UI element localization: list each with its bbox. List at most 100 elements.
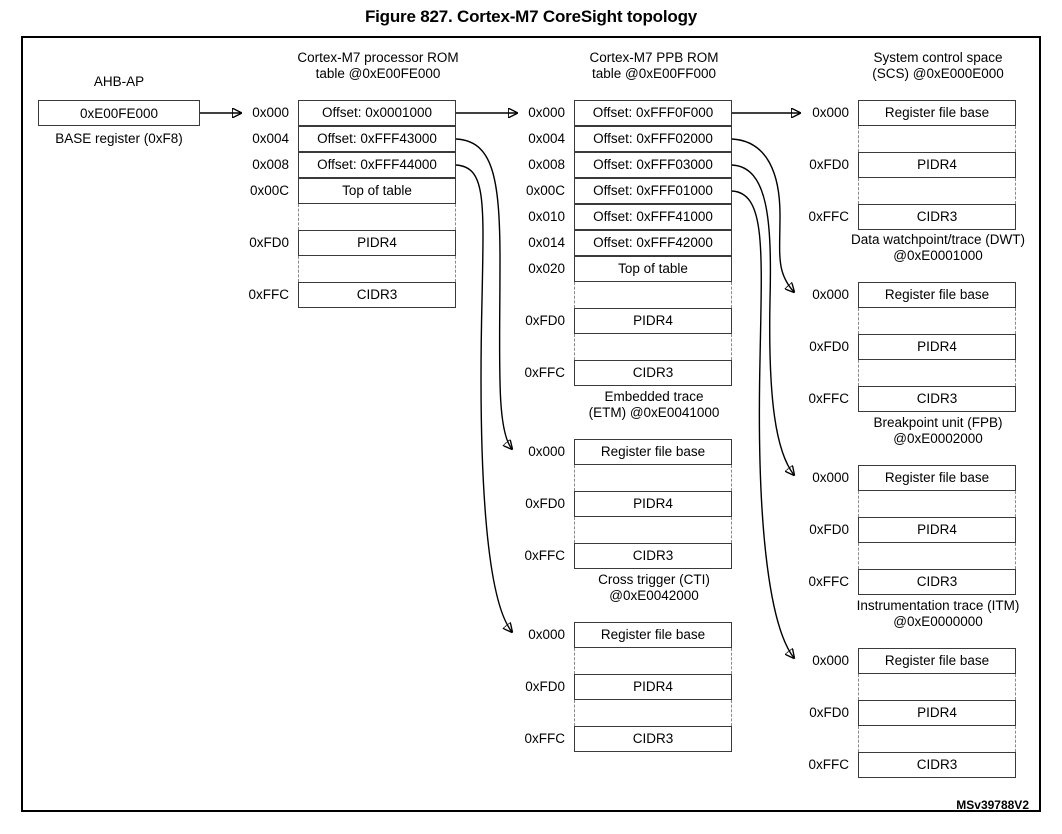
figure-code: MSv39788V2 bbox=[956, 798, 1029, 812]
row-address-label: 0xFFC bbox=[524, 548, 566, 563]
row-address-label: 0xFD0 bbox=[525, 496, 565, 511]
table-row[interactable]: CIDR3 bbox=[574, 543, 732, 569]
table-row[interactable]: Register file base bbox=[858, 100, 1016, 126]
table-row[interactable]: CIDR3 bbox=[858, 386, 1016, 412]
table-row[interactable]: Offset: 0xFFF41000 bbox=[574, 204, 732, 230]
table-row[interactable]: CIDR3 bbox=[298, 282, 456, 308]
row-address-label: 0xFD0 bbox=[525, 679, 565, 694]
table-row[interactable]: Register file base bbox=[858, 648, 1016, 674]
table-gap-row bbox=[858, 543, 1016, 569]
row-address-label: 0x008 bbox=[528, 157, 565, 172]
row-address-label: 0xFD0 bbox=[525, 313, 565, 328]
table-caption-ppb_rom: Cortex-M7 PPB ROM table @0xE00FF000 bbox=[589, 50, 719, 81]
row-address-label: 0xFFC bbox=[248, 287, 290, 302]
table-caption-etm: Embedded trace (ETM) @0xE0041000 bbox=[588, 389, 720, 420]
row-address-label: 0x020 bbox=[528, 261, 565, 276]
table-row[interactable]: Offset: 0x0001000 bbox=[298, 100, 456, 126]
table-gap-row bbox=[298, 204, 456, 230]
table-row[interactable]: CIDR3 bbox=[858, 569, 1016, 595]
table-gap-row bbox=[298, 256, 456, 282]
table-gap-row bbox=[858, 360, 1016, 386]
row-address-label: 0xFFC bbox=[524, 365, 566, 380]
row-address-label: 0xFD0 bbox=[809, 157, 849, 172]
row-address-label: 0x008 bbox=[252, 157, 289, 172]
table-gap-row bbox=[858, 491, 1016, 517]
row-address-label: 0x000 bbox=[812, 105, 849, 120]
row-address-label: 0xFFC bbox=[808, 757, 850, 772]
table-row[interactable]: PIDR4 bbox=[574, 308, 732, 334]
table-row[interactable]: Offset: 0xFFF42000 bbox=[574, 230, 732, 256]
row-address-label: 0x000 bbox=[812, 470, 849, 485]
table-row[interactable]: PIDR4 bbox=[858, 152, 1016, 178]
row-address-label: 0xFD0 bbox=[809, 522, 849, 537]
table-row[interactable]: PIDR4 bbox=[858, 334, 1016, 360]
row-address-label: 0x014 bbox=[528, 235, 565, 250]
table-row[interactable]: Register file base bbox=[858, 282, 1016, 308]
row-address-label: 0xFFC bbox=[808, 391, 850, 406]
table-gap-row bbox=[574, 334, 732, 360]
table-gap-row bbox=[574, 517, 732, 543]
row-address-label: 0xFD0 bbox=[809, 339, 849, 354]
table-row[interactable]: Offset: 0xFFF02000 bbox=[574, 126, 732, 152]
row-address-label: 0x000 bbox=[528, 627, 565, 642]
row-address-label: 0x004 bbox=[252, 131, 289, 146]
table-gap-row bbox=[574, 282, 732, 308]
row-address-label: 0x00C bbox=[249, 183, 289, 198]
table-row[interactable]: Top of table bbox=[574, 256, 732, 282]
ahb-ap-sublabel: BASE register (0xF8) bbox=[55, 131, 183, 146]
table-row[interactable]: Offset: 0xFFF43000 bbox=[298, 126, 456, 152]
row-address-label: 0xFFC bbox=[808, 574, 850, 589]
table-row[interactable]: PIDR4 bbox=[298, 230, 456, 256]
row-address-label: 0x00C bbox=[525, 183, 565, 198]
table-gap-row bbox=[858, 308, 1016, 334]
row-address-label: 0xFFC bbox=[524, 731, 566, 746]
table-row[interactable]: PIDR4 bbox=[574, 491, 732, 517]
row-address-label: 0x004 bbox=[528, 131, 565, 146]
table-row[interactable]: Register file base bbox=[858, 465, 1016, 491]
table-row[interactable]: Register file base bbox=[574, 439, 732, 465]
ahb-ap-label: AHB-AP bbox=[93, 74, 145, 89]
table-row[interactable]: Offset: 0xFFF03000 bbox=[574, 152, 732, 178]
row-address-label: 0x000 bbox=[528, 105, 565, 120]
table-row[interactable]: Offset: 0xFFF01000 bbox=[574, 178, 732, 204]
table-row[interactable]: Offset: 0xFFF0F000 bbox=[574, 100, 732, 126]
table-caption-processor_rom: Cortex-M7 processor ROM table @0xE00FE00… bbox=[297, 50, 459, 81]
table-caption-itm: Instrumentation trace (ITM) @0xE0000000 bbox=[856, 598, 1020, 629]
table-gap-row bbox=[574, 648, 732, 674]
ahb-ap-base-box: 0xE00FE000 bbox=[38, 100, 200, 126]
table-row[interactable]: PIDR4 bbox=[858, 517, 1016, 543]
table-gap-row bbox=[858, 126, 1016, 152]
row-address-label: 0xFD0 bbox=[249, 235, 289, 250]
table-caption-cti: Cross trigger (CTI) @0xE0042000 bbox=[598, 572, 710, 603]
row-address-label: 0x000 bbox=[812, 653, 849, 668]
table-gap-row bbox=[574, 465, 732, 491]
table-gap-row bbox=[574, 700, 732, 726]
row-address-label: 0x000 bbox=[252, 105, 289, 120]
table-row[interactable]: CIDR3 bbox=[574, 726, 732, 752]
table-row[interactable]: Register file base bbox=[574, 622, 732, 648]
figure-title: Figure 827. Cortex-M7 CoreSight topology bbox=[364, 7, 698, 26]
row-address-label: 0x000 bbox=[812, 287, 849, 302]
table-caption-scs: System control space (SCS) @0xE000E000 bbox=[872, 50, 1004, 81]
table-row[interactable]: Top of table bbox=[298, 178, 456, 204]
table-gap-row bbox=[858, 726, 1016, 752]
table-row[interactable]: CIDR3 bbox=[858, 204, 1016, 230]
row-address-label: 0x010 bbox=[528, 209, 565, 224]
table-caption-fpb: Breakpoint unit (FPB) @0xE0002000 bbox=[873, 415, 1003, 446]
table-row[interactable]: Offset: 0xFFF44000 bbox=[298, 152, 456, 178]
table-row[interactable]: PIDR4 bbox=[574, 674, 732, 700]
table-row[interactable]: PIDR4 bbox=[858, 700, 1016, 726]
row-address-label: 0xFFC bbox=[808, 209, 850, 224]
row-address-label: 0x000 bbox=[528, 444, 565, 459]
table-row[interactable]: CIDR3 bbox=[858, 752, 1016, 778]
table-row[interactable]: CIDR3 bbox=[574, 360, 732, 386]
